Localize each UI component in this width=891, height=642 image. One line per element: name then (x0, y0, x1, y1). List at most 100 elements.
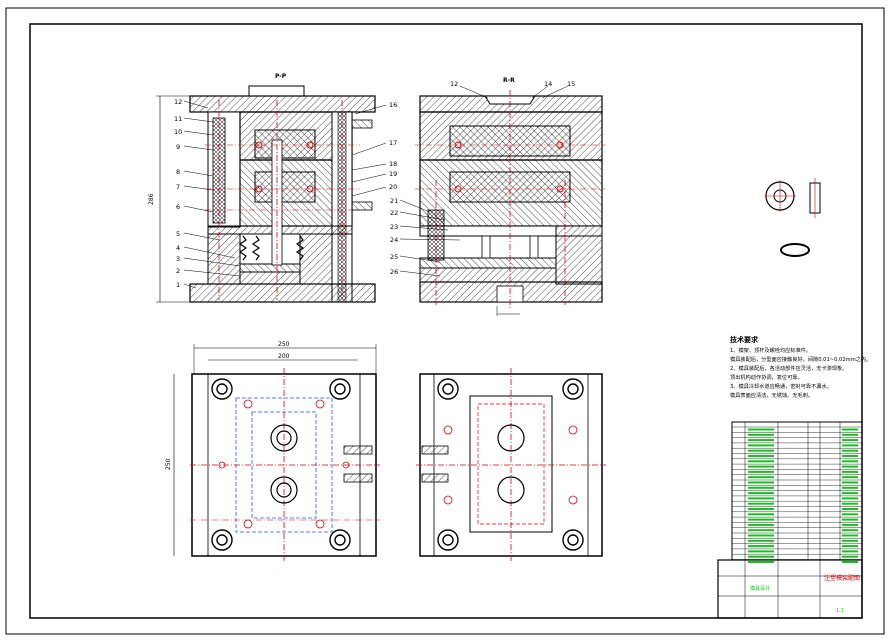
parts-list-table (731, 421, 863, 563)
parts-list-cell-mark (748, 492, 774, 495)
plan-view-fixed-half (416, 368, 606, 562)
dim-width-outer: 250 (278, 341, 290, 348)
parts-list-cell-mark (842, 428, 858, 431)
title-scale: 1:1 (836, 608, 844, 614)
part-label: 12 (174, 98, 182, 106)
parts-list-cell-mark (748, 518, 774, 521)
parts-list-cell-mark (748, 444, 774, 447)
parts-list-cell-mark (842, 460, 858, 463)
parts-list-cell-mark (842, 465, 858, 468)
parts-list-cell-mark (748, 555, 774, 558)
rr-left-leaders (399, 199, 461, 277)
parts-list-cell-mark (842, 439, 858, 442)
part-label: 24 (390, 236, 398, 244)
rr-left-labels: 21 22 23 24 25 26 (390, 197, 398, 276)
parts-list-cell-mark (842, 497, 858, 500)
section-title-pp: P-P (275, 73, 287, 80)
parts-list-cell-mark (842, 508, 858, 510)
parts-list-cell-mark (842, 476, 858, 479)
parts-list-cell-mark (748, 529, 774, 532)
parts-list-cell-mark (842, 561, 858, 563)
rr-top-leaders (459, 85, 569, 99)
parts-list-cell-mark (748, 465, 774, 468)
part-label: 5 (176, 230, 180, 238)
parts-list-cell-mark (842, 539, 858, 542)
parts-list-cell-mark (842, 492, 858, 495)
section-title-rr: R-R (503, 77, 515, 84)
parts-list-cell-mark (748, 433, 774, 436)
part-label: 7 (176, 183, 180, 191)
parts-list-cell-mark (748, 428, 774, 431)
part-label: 19 (389, 170, 397, 178)
parts-list-cell-mark (842, 481, 858, 484)
tech-line: 模具表面应清洁，无锈蚀、无毛刺。 (730, 391, 813, 399)
parts-list-cell-mark (748, 523, 774, 526)
part-label: 11 (174, 115, 182, 123)
parts-list-cell-mark (748, 534, 774, 537)
part-label: 15 (567, 80, 575, 88)
parts-list-cell-mark (748, 502, 774, 505)
title-block: 模具设计 注塑模装配图 1:1 (717, 559, 863, 619)
parts-list-cell-mark (842, 449, 858, 452)
parts-list-cell-mark (842, 529, 858, 532)
tech-line: 1、模架、顶杆及螺栓均应标准件。 (730, 346, 811, 354)
part-label: 12 (450, 80, 458, 88)
parts-list-cell-mark (842, 433, 858, 436)
parts-list-cell-mark (748, 455, 774, 457)
right-part-labels-pp: 16 17 18 19 20 (389, 101, 397, 191)
dim-height-plan: 250 (165, 458, 172, 470)
tech-line: 2、模具装配后，各活动部件应灵活，无卡滞现象。 (730, 364, 847, 372)
dim-height-left: 286 (148, 193, 155, 205)
parts-list-cell-mark (842, 455, 858, 457)
parts-list-cell-mark (842, 555, 858, 558)
rr-top-labels: 12 14 15 (450, 80, 575, 88)
parts-list-cell-mark (748, 561, 774, 563)
section-view-rr: R-R (390, 77, 605, 316)
parts-list-cell-mark (748, 449, 774, 452)
outer-frame (5, 7, 885, 635)
dim-width-inner: 200 (278, 353, 290, 360)
parts-list-cell-mark (842, 513, 858, 516)
tech-line: 模具装配后，分型面应接触良好，间隙0.01~0.02mm之内。 (730, 355, 871, 363)
part-sketch (764, 178, 821, 257)
parts-list-cell-mark (748, 539, 774, 542)
parts-list-cell-mark (842, 534, 858, 537)
title-drawing-name: 注塑模装配图 (824, 574, 860, 582)
part-label: 18 (389, 160, 397, 168)
parts-list-cell-mark (842, 550, 858, 553)
left-part-labels: 12 11 10 9 8 7 6 5 4 3 2 1 (174, 98, 182, 289)
title-school: 模具设计 (750, 585, 770, 592)
left-leader-lines (183, 100, 241, 289)
part-label: 1 (176, 281, 180, 289)
inner-frame (29, 23, 863, 619)
part-label: 16 (389, 101, 397, 109)
technical-requirements: 技术要求 1、模架、顶杆及螺栓均应标准件。 模具装配后，分型面应接触良好，间隙0… (730, 335, 871, 399)
parts-list-cell-mark (842, 444, 858, 447)
tech-line: 顶出机构动作协调，复位可靠。 (730, 373, 803, 381)
part-label: 6 (176, 203, 180, 211)
part-label: 10 (174, 128, 182, 136)
parts-list-cell-mark (748, 481, 774, 484)
parts-list-cell-mark (748, 550, 774, 553)
part-label: 3 (176, 255, 180, 263)
parts-list-cell-mark (748, 476, 774, 479)
tech-heading: 技术要求 (730, 335, 759, 344)
part-label: 26 (390, 268, 398, 276)
parts-list-cell-mark (748, 513, 774, 516)
plan-view-moving-half: 250 200 250 (165, 341, 380, 562)
part-label: 9 (176, 143, 180, 151)
right-leader-lines-pp (351, 104, 387, 197)
parts-list-cell-mark (748, 486, 774, 489)
part-label: 25 (390, 253, 398, 261)
parts-list-cell-mark (842, 545, 858, 548)
parts-list-cell-mark (748, 497, 774, 500)
parts-list-cell-mark (748, 508, 774, 510)
parts-list-cell-mark (842, 470, 858, 473)
part-label: 22 (390, 209, 398, 217)
part-label: 2 (176, 267, 180, 275)
part-label: 8 (176, 168, 180, 176)
part-label: 4 (176, 244, 180, 252)
parts-list-cell-mark (842, 518, 858, 521)
part-label: 23 (390, 223, 398, 231)
